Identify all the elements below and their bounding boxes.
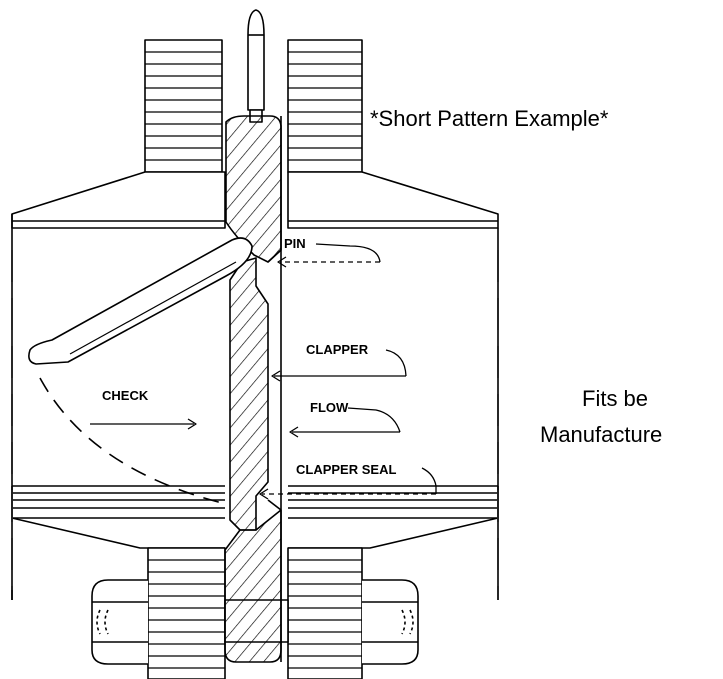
clapper-disc: [229, 257, 269, 531]
bottom-left-threaded-connection: [147, 547, 226, 679]
label-flow: FLOW: [310, 400, 349, 415]
top-right-threaded-connection: [287, 39, 363, 173]
caption-line-1: Fits be: [582, 386, 649, 411]
clapper-leader: [385, 349, 407, 377]
right-cone: [287, 171, 499, 229]
left-hex-nut: [91, 579, 148, 665]
pin-leader: [315, 243, 381, 263]
seat-lower: [224, 509, 282, 663]
right-hex-nut: [362, 579, 419, 665]
bottom-right-threaded-connection: [287, 547, 363, 679]
caption-title: *Short Pattern Example*: [370, 106, 609, 131]
check-flap: [28, 237, 253, 365]
label-check: CHECK: [102, 388, 149, 403]
clapper-seal-leader: [421, 467, 437, 494]
label-clapper-seal: CLAPPER SEAL: [296, 462, 396, 477]
swing-arc-dashed: [39, 377, 227, 505]
pin-rod: [247, 9, 265, 123]
top-left-threaded-connection: [144, 39, 223, 173]
label-clapper: CLAPPER: [306, 342, 369, 357]
caption-line-2: Manufacture: [540, 422, 663, 447]
label-pin: PIN: [284, 236, 306, 251]
left-cone: [11, 171, 226, 229]
flow-leader: [347, 407, 401, 433]
seat-upper: [225, 115, 282, 263]
